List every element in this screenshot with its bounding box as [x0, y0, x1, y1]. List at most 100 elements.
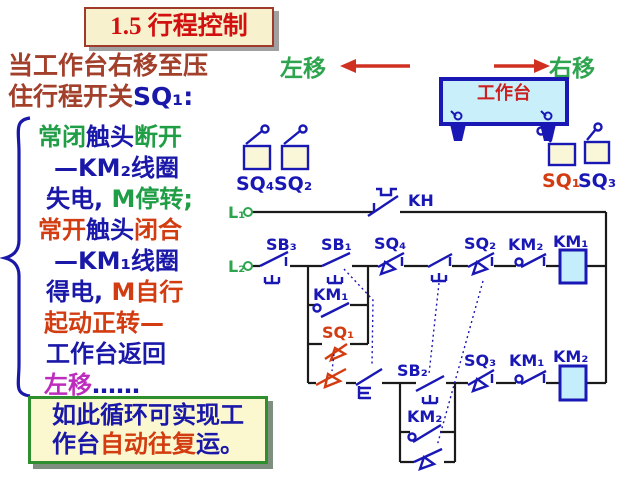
sq4-wedge	[379, 260, 398, 276]
km2-nc-blade	[520, 252, 547, 269]
sq4-contact-label: SQ₄	[374, 234, 406, 253]
page-title: 1.5 行程控制	[110, 13, 248, 40]
sq4-lever	[245, 130, 263, 145]
text-segment: —KM₂线圈	[54, 154, 179, 182]
conclusion-box: 如此循环可实现工 作台自动往复运。	[28, 396, 268, 464]
text-segment: 自动往复	[100, 430, 196, 458]
km2-coil	[558, 364, 588, 402]
contact-sq1-nc	[315, 367, 347, 389]
link-sb2	[428, 282, 440, 375]
sq2-nc-wedge	[471, 260, 490, 276]
sb2-nc-actuator	[430, 273, 448, 283]
text-segment: 闭合	[134, 216, 182, 244]
sq2-no-wedge	[418, 455, 437, 471]
km1-aux-hook	[312, 303, 322, 313]
sq3-lever	[586, 128, 597, 141]
contact-sq4	[377, 251, 405, 276]
intro-line: 住行程开关SQ₁:	[8, 81, 240, 112]
sq4-roller	[260, 124, 270, 134]
km2-aux-hook	[407, 432, 417, 442]
contact-sb3	[259, 250, 289, 285]
foot-left	[450, 124, 466, 141]
kh-heater-symbol	[376, 187, 397, 197]
circuit-wires	[252, 210, 608, 464]
sq4-box	[242, 144, 272, 171]
contact-sq2-no	[413, 447, 443, 471]
sb1-blade	[321, 251, 351, 268]
text-segment: ……	[92, 371, 140, 399]
sb3-label: SB₃	[266, 235, 297, 254]
sq1-nc-wedge	[323, 372, 343, 389]
sq1-box	[547, 142, 577, 167]
km2-coil-label: KM₂	[553, 347, 588, 366]
contact-sb2-nc	[427, 252, 453, 283]
sb2-blade	[415, 374, 445, 393]
l2-label: L₂	[228, 257, 245, 276]
link-sb1	[343, 268, 374, 367]
text-segment: 触头	[86, 216, 134, 244]
arrow-right-head	[534, 59, 550, 73]
contact-sq3	[467, 368, 495, 393]
text-segment: 得电,	[46, 278, 112, 306]
sq1-no-blade	[324, 343, 348, 360]
sq3-wedge	[471, 377, 490, 393]
contact-km2-nc	[514, 252, 547, 269]
km1-nc-label: KM₁	[509, 351, 544, 370]
dog-right	[543, 111, 553, 121]
sq3-box	[583, 140, 611, 165]
sb2-label: SB₂	[397, 361, 428, 380]
contact-km1-aux	[312, 301, 350, 319]
sq2-box	[280, 144, 310, 171]
sq2-label: SQ₂	[274, 173, 312, 195]
arrow-left-head	[340, 59, 356, 73]
sb1-label: SB₁	[321, 235, 352, 254]
text-segment: —KM₁线圈	[54, 247, 179, 275]
kh-label: KH	[408, 191, 434, 210]
contact-sb2	[415, 374, 445, 405]
km1-aux-blade	[320, 301, 350, 319]
note-line: 左移……	[44, 370, 248, 401]
text-segment: 如此循环可实现工	[52, 401, 244, 429]
sb3-actuator	[263, 275, 281, 285]
mechanical-links	[331, 268, 484, 447]
text-segment: 常闭	[38, 123, 86, 151]
left-brace	[0, 116, 31, 398]
intro-line1: 当工作台右移至压	[8, 51, 209, 80]
sb3-blade	[259, 250, 289, 268]
text-segment: 工作台返回	[46, 340, 166, 368]
contact-km1-nc	[514, 369, 547, 386]
contact-sb1	[321, 251, 351, 285]
sq3-label: SQ₃	[578, 170, 616, 192]
km1-coil	[558, 248, 588, 285]
l2-terminal	[243, 261, 253, 271]
km1-nc-blade	[520, 369, 547, 386]
sq2-nc-blade	[467, 251, 495, 269]
limit-switch-symbols	[242, 122, 611, 171]
sb1-actuator	[326, 275, 344, 285]
contact-sq1-no	[324, 343, 348, 363]
km2-aux-blade	[412, 423, 442, 444]
motion-arrows: 左移 右移	[280, 55, 595, 82]
l1-terminal	[243, 207, 253, 217]
intro-line: 当工作台右移至压	[8, 50, 240, 81]
title-box: 1.5 行程控制	[84, 7, 274, 47]
km1-nc-hook	[514, 374, 524, 384]
sq4-label: SQ₄	[236, 173, 274, 195]
text-segment: 左移	[44, 371, 92, 399]
kh-blade	[367, 195, 399, 217]
contact-sb1-nc	[355, 367, 383, 400]
text-segment: 常开	[38, 216, 86, 244]
text-segment: 触头	[86, 123, 134, 151]
sq2-no-blade	[413, 447, 443, 464]
sq1-no-wedge	[329, 346, 348, 363]
note-line: 工作台返回	[46, 339, 248, 370]
sb2-nc-blade	[427, 252, 453, 269]
conclusion-line: 如此循环可实现工	[31, 401, 265, 430]
worktable: 工作台	[439, 77, 569, 141]
sq2-roller	[298, 124, 308, 134]
sq3-contact-label: SQ₃	[464, 351, 496, 370]
note-line: 常开触头闭合	[38, 215, 248, 246]
text-segment: 作台	[52, 430, 100, 458]
